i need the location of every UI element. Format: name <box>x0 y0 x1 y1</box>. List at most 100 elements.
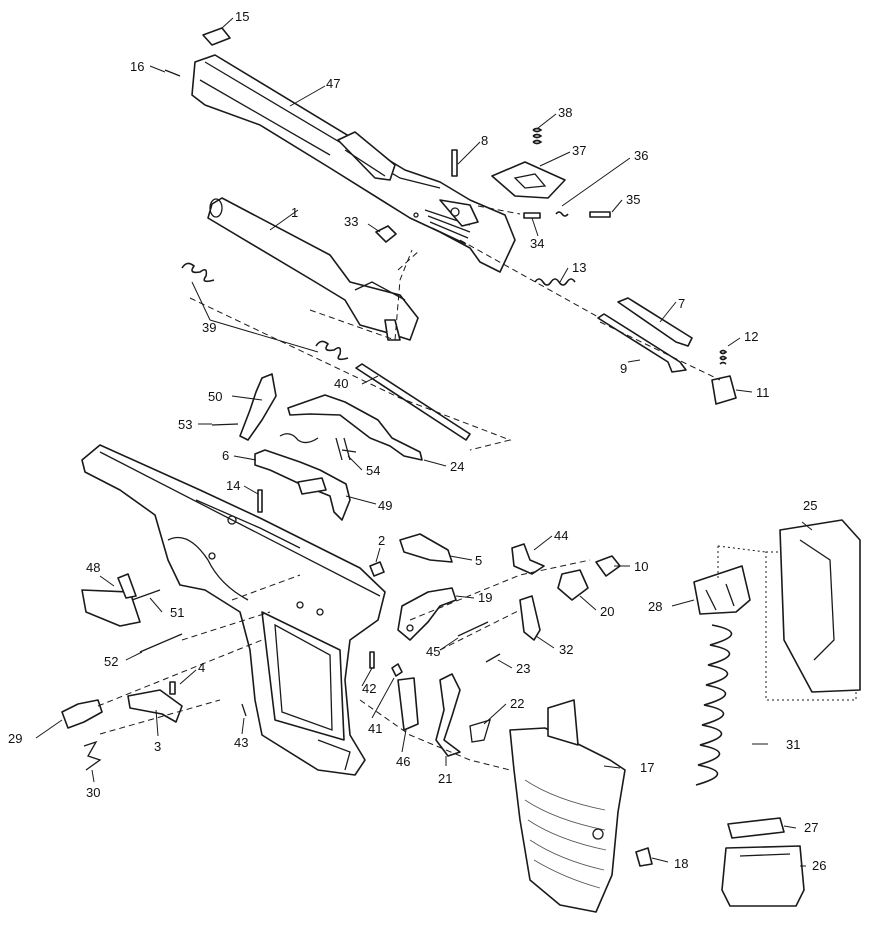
pin-23 <box>485 653 501 663</box>
pin-52 <box>139 633 183 653</box>
callout-45: 45 <box>426 644 440 659</box>
pin-53 <box>211 423 239 426</box>
pin-16 <box>164 69 181 77</box>
callout-47: 47 <box>326 76 340 91</box>
callout-31: 31 <box>786 737 800 752</box>
mag-base-26 <box>721 845 805 907</box>
callout-39: 39 <box>202 320 216 335</box>
callout-34: 34 <box>530 236 544 251</box>
callout-8: 8 <box>481 133 488 148</box>
screw-43 <box>241 703 247 717</box>
callout-18: 18 <box>674 856 688 871</box>
callout-36: 36 <box>634 148 648 163</box>
pin-42 <box>369 651 375 669</box>
callout-10: 10 <box>634 559 648 574</box>
block-11 <box>711 375 737 405</box>
callout-11: 11 <box>756 385 770 400</box>
spring-54 <box>335 437 357 461</box>
callout-48: 48 <box>86 560 100 575</box>
callout-22: 22 <box>510 696 524 711</box>
callout-33: 33 <box>344 214 358 229</box>
sight-assembly-37 <box>491 161 566 199</box>
callout-49: 49 <box>378 498 392 513</box>
rod-40 <box>355 363 471 441</box>
follower-28 <box>693 565 751 615</box>
mag-release-48 <box>81 589 141 627</box>
callout-51: 51 <box>170 605 184 620</box>
pin-8 <box>451 149 458 177</box>
callout-28: 28 <box>648 599 662 614</box>
callout-50: 50 <box>208 389 222 404</box>
callout-46: 46 <box>396 754 410 769</box>
pin-14 <box>257 489 263 513</box>
callout-21: 21 <box>438 771 452 786</box>
trigger-50 <box>239 373 277 441</box>
mag-tube-25 <box>779 519 861 693</box>
hammer-19 <box>397 587 457 641</box>
plug-29 <box>61 699 103 729</box>
callout-16: 16 <box>130 59 144 74</box>
callout-5: 5 <box>475 553 482 568</box>
grip-17 <box>509 699 626 913</box>
callout-1: 1 <box>291 205 298 220</box>
mainspring-21 <box>435 673 461 757</box>
callout-labels: 1 2 3 4 5 6 7 8 9 10 11 12 13 14 15 16 1… <box>8 9 826 873</box>
callout-15: 15 <box>235 9 249 24</box>
callout-2: 2 <box>378 533 385 548</box>
callout-43: 43 <box>234 735 248 750</box>
rear-sight-part <box>202 27 231 46</box>
spring-38 <box>532 127 543 145</box>
callout-29: 29 <box>8 731 22 746</box>
pin-51 <box>131 589 161 601</box>
callout-35: 35 <box>626 192 640 207</box>
callout-42: 42 <box>362 681 376 696</box>
callout-19: 19 <box>478 590 492 605</box>
guide-rod-9 <box>597 313 687 373</box>
clip-30 <box>83 740 102 771</box>
pin-34 <box>523 212 541 219</box>
callout-52: 52 <box>104 654 118 669</box>
callout-9: 9 <box>620 361 627 376</box>
pin-45 <box>457 621 489 637</box>
spring-13 <box>534 278 576 286</box>
barrel-part <box>207 197 419 341</box>
part-20 <box>557 569 589 601</box>
callout-4: 4 <box>198 660 205 675</box>
nut-33 <box>375 225 397 243</box>
spring-39-lower <box>315 340 349 361</box>
callout-25: 25 <box>803 498 817 513</box>
callout-32: 32 <box>559 642 573 657</box>
mag-spring-31 <box>695 624 733 786</box>
pin-4 <box>169 681 176 695</box>
safety-3 <box>127 689 183 723</box>
callout-7: 7 <box>678 296 685 311</box>
callout-13: 13 <box>572 260 586 275</box>
callout-44: 44 <box>554 528 568 543</box>
callout-40: 40 <box>334 376 348 391</box>
callout-24: 24 <box>450 459 464 474</box>
callout-23: 23 <box>516 661 530 676</box>
callout-3: 3 <box>154 739 161 754</box>
screw-18 <box>635 847 653 867</box>
part-41 <box>391 663 403 677</box>
floorplate-27 <box>727 817 785 839</box>
callout-20: 20 <box>600 604 614 619</box>
trigger-bar-24 <box>287 394 423 461</box>
guide-rod-7 <box>617 297 693 347</box>
part-46 <box>397 677 419 731</box>
part-5 <box>399 533 453 563</box>
slide-part <box>191 54 516 273</box>
screw-35 <box>589 211 611 218</box>
callout-53: 53 <box>178 417 192 432</box>
callout-17: 17 <box>640 760 654 775</box>
callout-26: 26 <box>812 858 826 873</box>
callout-37: 37 <box>572 143 586 158</box>
callout-38: 38 <box>558 105 572 120</box>
frame-part <box>81 444 386 776</box>
part-22 <box>469 719 491 743</box>
callout-54: 54 <box>366 463 380 478</box>
callout-41: 41 <box>368 721 382 736</box>
leader-lines <box>35 17 813 867</box>
